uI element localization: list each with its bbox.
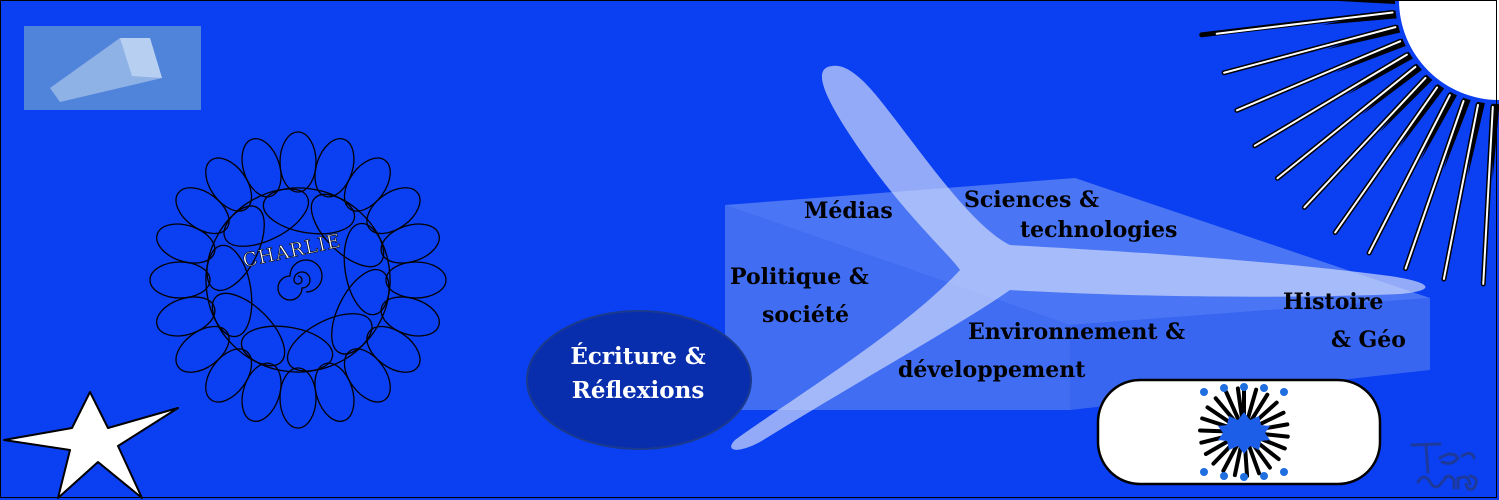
category-environnement[interactable]: Environnement & développement [898, 317, 1185, 385]
spirograph-flower [149, 131, 447, 429]
signature-logo [1410, 442, 1478, 491]
category-histoire[interactable]: Histoire & Géo [1283, 287, 1406, 355]
starburst-box[interactable] [1096, 378, 1382, 486]
category-histoire-line1: Histoire [1283, 289, 1384, 315]
center-button[interactable]: Écriture & Réflexions [528, 340, 748, 408]
category-politique-line1: Politique & [730, 264, 869, 290]
category-sciences-line2: technologies [1020, 217, 1178, 243]
category-environnement-line2: développement [898, 357, 1086, 383]
boomerang-icon [731, 65, 1426, 450]
category-sciences-line1: Sciences & [964, 187, 1099, 213]
prism-thumbnail-icon[interactable] [24, 26, 201, 110]
center-label-line2: Réflexions [571, 377, 705, 404]
category-sciences[interactable]: Sciences & technologies [964, 185, 1177, 245]
sun-icon [1199, 0, 1499, 287]
category-environnement-line1: Environnement & [968, 319, 1186, 345]
category-politique-line2: société [762, 302, 849, 328]
category-histoire-line2: & Géo [1331, 327, 1406, 353]
category-medias[interactable]: Médias [804, 198, 893, 224]
category-politique[interactable]: Politique & société [730, 262, 869, 330]
starfish-icon[interactable] [3, 391, 179, 499]
center-label-line1: Écriture & [570, 343, 706, 370]
